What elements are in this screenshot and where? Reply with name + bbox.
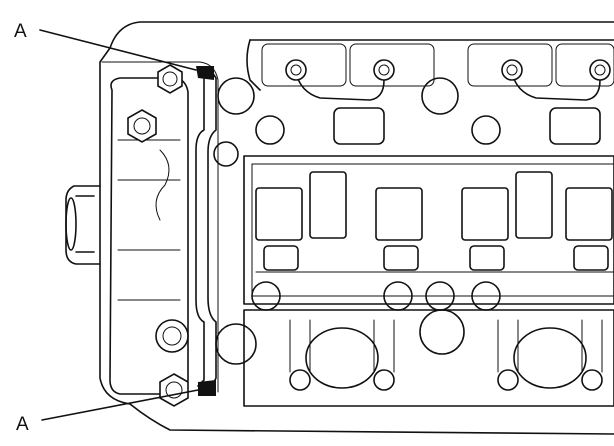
callout-leader-lower — [41, 389, 199, 421]
end-plate — [109, 77, 189, 395]
lower-ports — [215, 281, 614, 407]
valve-assemblies — [255, 171, 614, 273]
camshaft-end — [65, 185, 101, 265]
plate-bolt-lower — [155, 319, 189, 353]
plate-bolt-top — [157, 64, 183, 94]
rocker-area — [213, 39, 614, 167]
head-cover-gasket — [195, 71, 217, 387]
lower-sealant-point — [198, 380, 216, 396]
upper-sealant-point — [196, 66, 214, 80]
callout-label-upper: A — [14, 21, 27, 42]
callout-leader-upper — [39, 29, 197, 71]
plate-bolt-upper — [127, 109, 157, 143]
plate-bolt-bottom — [159, 373, 189, 407]
callout-label-lower: A — [16, 414, 29, 435]
